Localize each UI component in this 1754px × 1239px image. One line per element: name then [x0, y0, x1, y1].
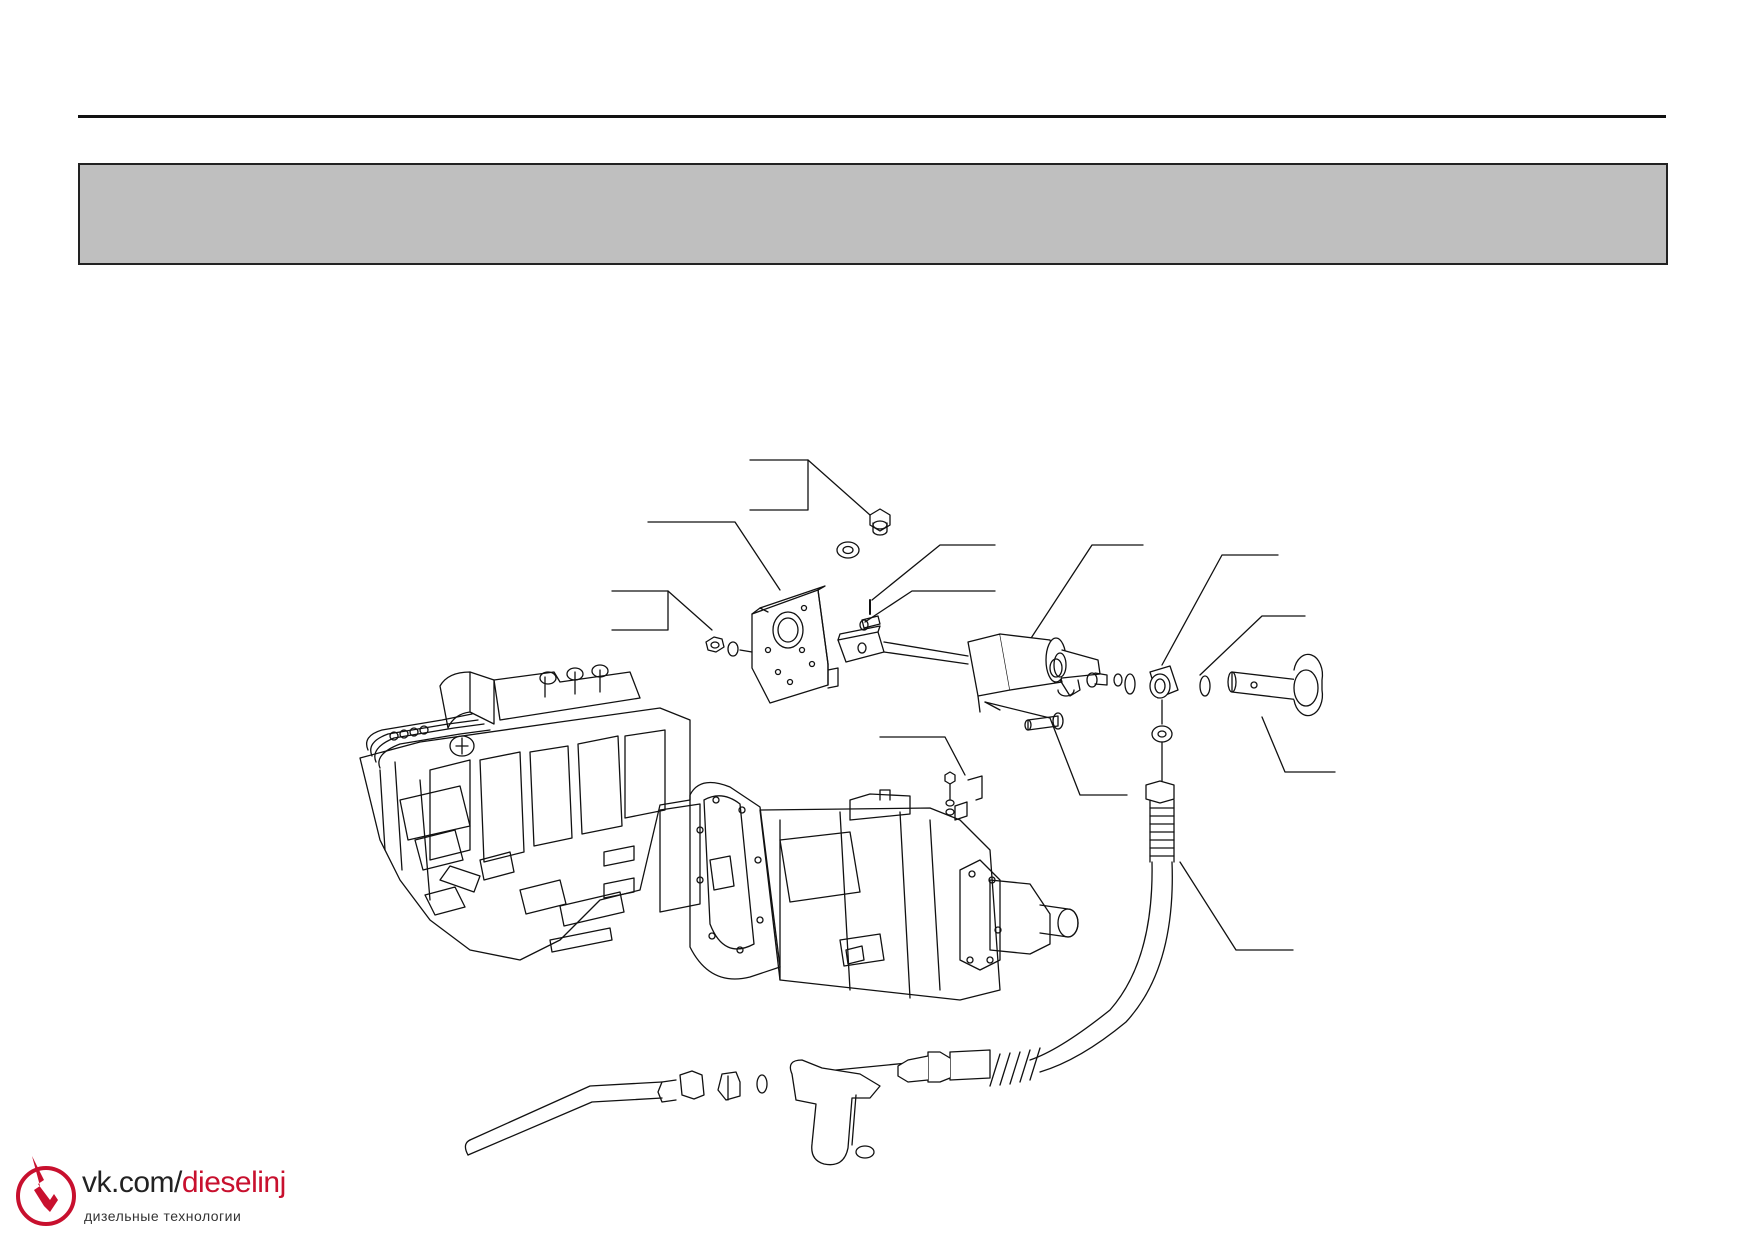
small-bracket-part	[944, 771, 983, 821]
clevis-rod-part	[837, 625, 969, 665]
bolt-bottom-part	[1024, 712, 1064, 731]
leader-bolt-top	[749, 459, 809, 511]
watermark: vk.com/dieselinj дизельные технологии	[14, 1150, 304, 1235]
watermark-url: vk.com/dieselinj	[82, 1166, 286, 1200]
washer-top-part	[836, 541, 860, 559]
watermark-prefix: vk.com/	[82, 1166, 182, 1199]
leader-bracket	[647, 521, 781, 591]
banjo-fitting-part	[1149, 665, 1211, 699]
leader-small-bracket	[879, 736, 966, 776]
leader-lines	[611, 459, 1336, 1075]
clevis-pin-part	[859, 599, 881, 631]
watermark-subtitle: дизельные технологии	[84, 1208, 242, 1224]
leader-banjo	[1161, 554, 1279, 666]
leader-pushrod	[1261, 716, 1336, 773]
leader-clevis	[864, 590, 996, 623]
watermark-highlight: dieselinj	[181, 1166, 286, 1199]
header-banner	[78, 163, 1668, 265]
leader-hose	[1179, 861, 1294, 951]
push-rod-part	[1227, 653, 1324, 717]
injector-logo-icon	[16, 1156, 76, 1226]
leader-nut-washer	[611, 590, 669, 631]
engine-gearbox-assembly	[359, 664, 1079, 1001]
nut-washer-part	[705, 636, 753, 657]
banjo-washer-part	[1151, 699, 1173, 786]
leader-bolt-bottom	[984, 701, 1128, 796]
bolt-top-part	[869, 508, 891, 536]
lower-flange-bracket-part	[464, 1059, 881, 1166]
leader-pin	[871, 544, 996, 601]
leader-cylinder	[1019, 544, 1144, 656]
seal-ring-part	[1124, 673, 1136, 695]
slave-cylinder-part	[967, 633, 1123, 713]
hydraulic-hose-part	[897, 780, 1175, 1087]
leader-ring	[1199, 615, 1306, 676]
header-rule	[78, 115, 1666, 118]
mounting-bracket-part	[751, 585, 839, 704]
